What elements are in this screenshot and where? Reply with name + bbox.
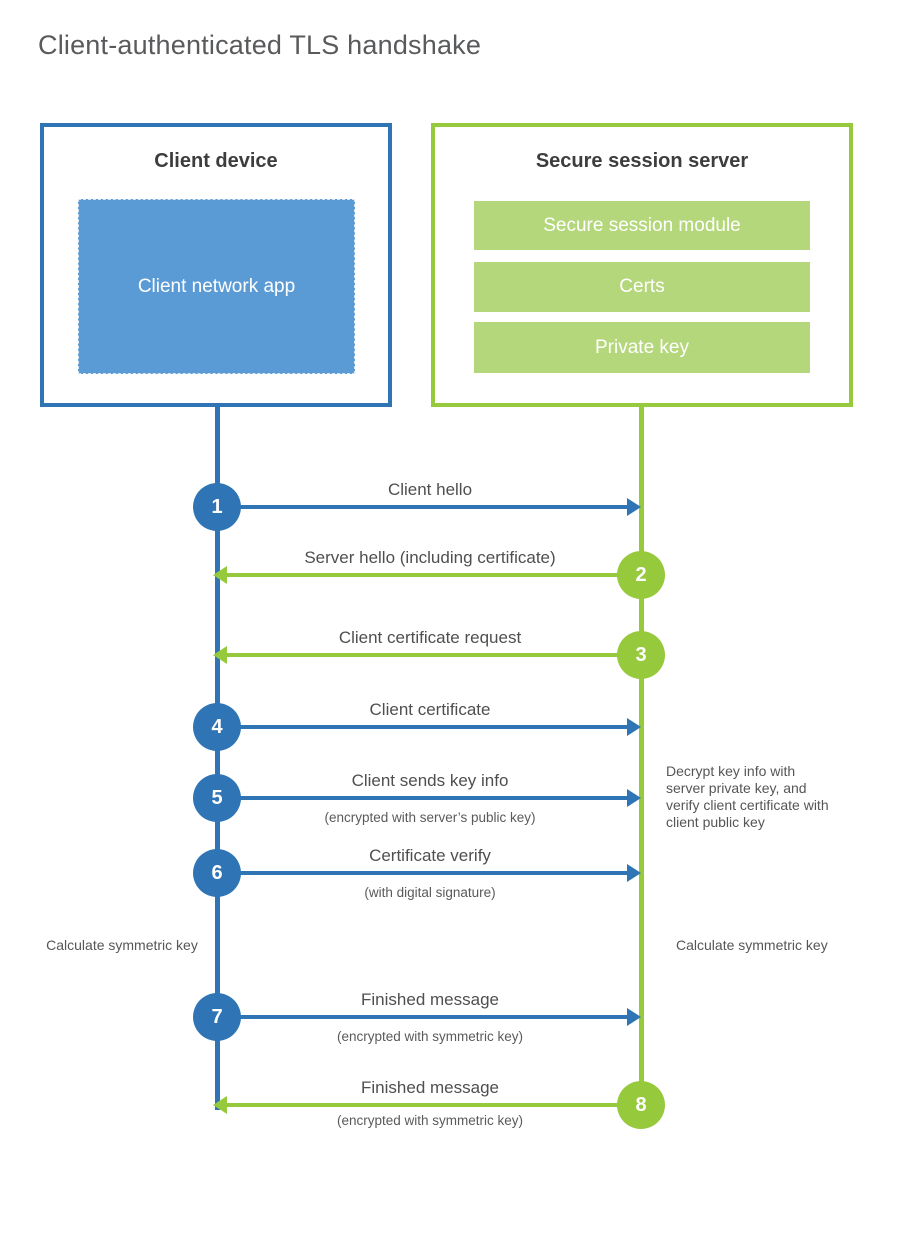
arrow-line-step-8 — [227, 1103, 641, 1107]
message-sublabel-step-7: (encrypted with symmetric key) — [336, 1029, 524, 1044]
arrow-line-step-3 — [227, 653, 641, 657]
server-lifeline — [639, 407, 644, 1105]
arrow-right-icon — [627, 498, 641, 516]
message-label-step-5: Client sends key info — [351, 771, 509, 790]
step-5-badge: 5 — [193, 774, 241, 822]
message-sublabel-step-6: (with digital signature) — [364, 885, 496, 900]
arrow-line-step-4 — [217, 725, 628, 729]
step-3-badge: 3 — [617, 631, 665, 679]
secure-session-server-heading: Secure session server — [535, 150, 749, 172]
decrypt-key-note: Decrypt key info with server private key… — [666, 763, 829, 831]
message-label-step-4: Client certificate — [369, 700, 491, 719]
step-7-badge: 7 — [193, 993, 241, 1041]
arrow-right-icon — [627, 864, 641, 882]
arrow-line-step-7 — [217, 1015, 628, 1019]
server-module-certs: Certs — [474, 262, 810, 312]
calculate-symmetric-key-client-note: Calculate symmetric key — [46, 937, 198, 953]
client-network-app-box: Client network app — [78, 199, 355, 374]
arrow-left-icon — [213, 646, 227, 664]
arrow-left-icon — [213, 1096, 227, 1114]
message-label-step-2: Server hello (including certificate) — [304, 548, 556, 567]
message-sublabel-step-8: (encrypted with symmetric key) — [336, 1113, 524, 1128]
server-module-private-key: Private key — [474, 322, 810, 373]
client-device-heading: Client device — [154, 150, 278, 172]
message-label-step-3: Client certificate request — [338, 628, 522, 647]
server-module-secure-session: Secure session module — [474, 201, 810, 250]
message-label-step-6: Certificate verify — [369, 846, 491, 865]
page-title: Client-authenticated TLS handshake — [38, 30, 482, 60]
step-1-badge: 1 — [193, 483, 241, 531]
arrow-right-icon — [627, 789, 641, 807]
arrow-line-step-5 — [217, 796, 628, 800]
message-label-step-7: Finished message — [361, 990, 499, 1009]
arrow-right-icon — [627, 718, 641, 736]
step-8-badge: 8 — [617, 1081, 665, 1129]
message-label-step-8: Finished message — [361, 1078, 499, 1097]
client-lifeline — [215, 407, 220, 1110]
arrow-line-step-6 — [217, 871, 628, 875]
step-4-badge: 4 — [193, 703, 241, 751]
arrow-left-icon — [213, 566, 227, 584]
arrow-line-step-2 — [227, 573, 641, 577]
message-sublabel-step-5: (encrypted with server’s public key) — [324, 810, 536, 825]
arrow-right-icon — [627, 1008, 641, 1026]
step-2-badge: 2 — [617, 551, 665, 599]
client-network-app-label: Client network app — [137, 275, 296, 297]
message-label-step-1: Client hello — [387, 480, 473, 499]
step-6-badge: 6 — [193, 849, 241, 897]
arrow-line-step-1 — [217, 505, 628, 509]
calculate-symmetric-key-server-note: Calculate symmetric key — [676, 937, 828, 953]
